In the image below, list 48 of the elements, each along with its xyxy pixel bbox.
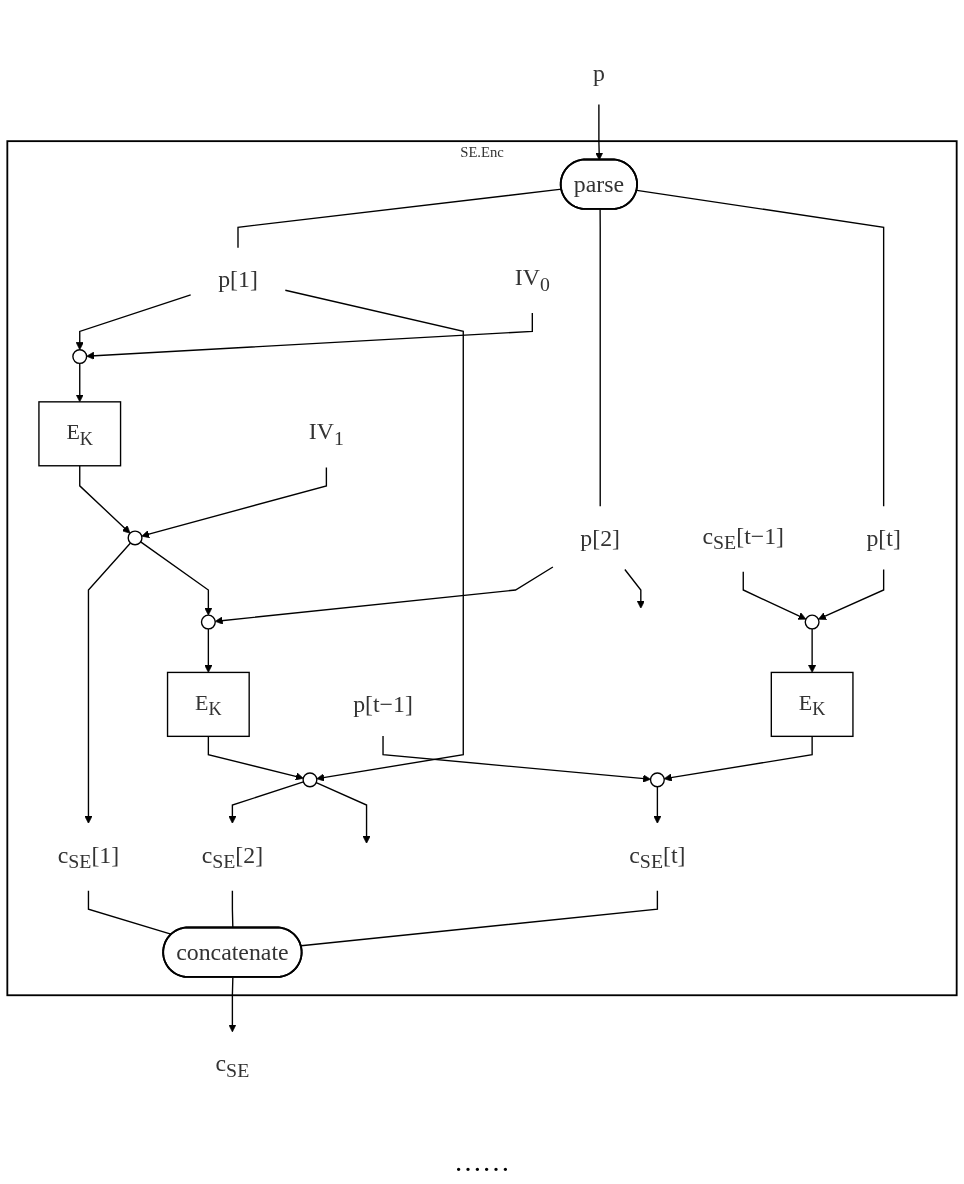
node-text: p[2]	[580, 524, 621, 551]
arrow	[818, 568, 885, 620]
arrow	[75, 293, 192, 350]
arrow	[75, 362, 84, 402]
arrow	[382, 734, 651, 783]
node-circle	[127, 530, 143, 546]
arrow	[79, 464, 131, 534]
arrow	[86, 312, 533, 360]
node-text: p[1]	[218, 265, 258, 293]
node-circle	[649, 771, 665, 788]
node-text: IV$_{1}$	[308, 418, 344, 450]
connector	[300, 889, 659, 947]
arrow	[653, 785, 662, 824]
arrow	[228, 976, 237, 1032]
arrow	[624, 568, 645, 609]
node-text: p[t−1]	[353, 690, 413, 718]
node-circle	[804, 614, 820, 630]
ellipsis-note: ……	[454, 1146, 510, 1178]
arrow	[141, 466, 328, 538]
node-text: c$_{SE}$[2]	[201, 841, 264, 873]
node-box: E$_{K}$	[166, 671, 250, 737]
arrow	[140, 540, 213, 616]
arrow	[595, 103, 604, 160]
arrow	[84, 542, 132, 824]
node-text: c$_{SE}$	[215, 1049, 250, 1082]
node-text: IV$_{0}$	[514, 263, 550, 295]
arrow	[204, 627, 213, 673]
node-circle	[200, 614, 216, 630]
node-circle	[72, 348, 88, 364]
node-text: p[t]	[866, 524, 901, 551]
node-text: p	[592, 59, 605, 86]
arrow	[214, 565, 554, 625]
arrow	[808, 627, 817, 673]
connector	[636, 189, 885, 507]
node-text: c$_{SE}$[t]	[629, 841, 686, 873]
arrow	[284, 289, 464, 782]
node-box: E$_{K}$	[770, 671, 854, 737]
node-circle	[302, 771, 318, 788]
arrow	[315, 781, 371, 844]
arrow	[228, 780, 305, 824]
node-box: E$_{K}$	[38, 400, 122, 467]
arrow	[742, 570, 807, 620]
connector	[599, 208, 601, 507]
connector	[231, 889, 234, 929]
arrow	[207, 735, 304, 780]
arrow	[663, 735, 813, 782]
node-text: c$_{SE}$[1]	[57, 841, 120, 873]
node-text: c$_{SE}$[t−1]	[702, 522, 785, 554]
